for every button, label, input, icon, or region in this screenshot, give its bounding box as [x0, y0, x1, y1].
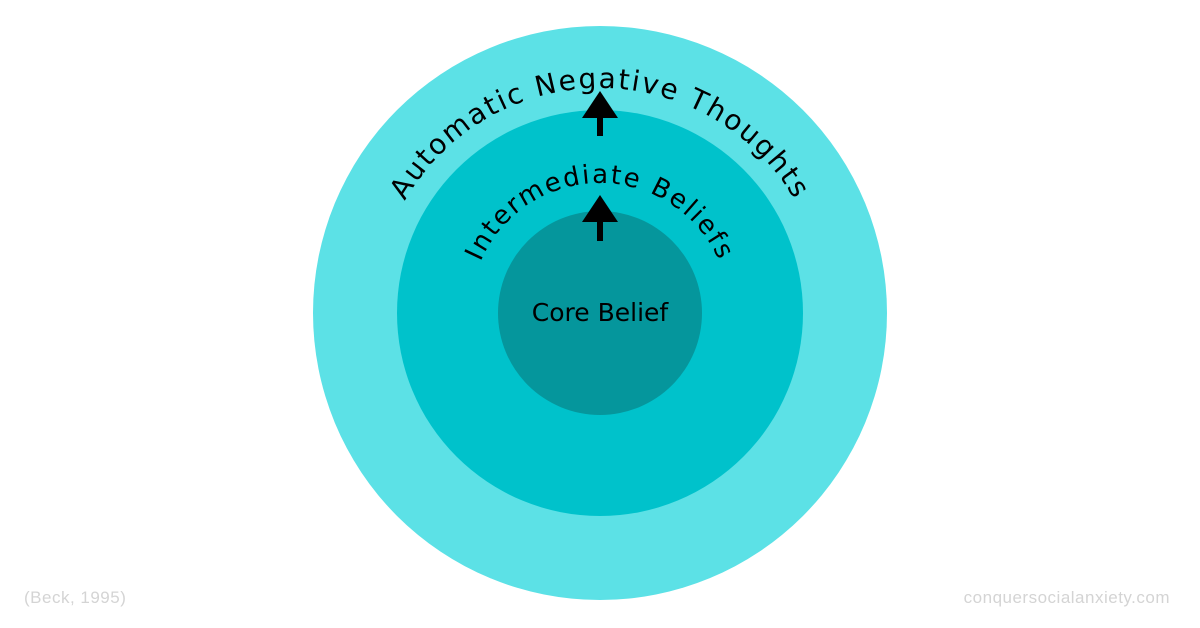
inner-circle-core-belief	[498, 211, 702, 415]
arrow-up-icon	[582, 195, 618, 241]
arrow-up-icon	[582, 91, 618, 136]
core-belief-label: Core Belief	[532, 298, 670, 327]
citation: (Beck, 1995)	[24, 588, 127, 607]
website-link: conquersocialanxiety.com	[963, 588, 1170, 607]
